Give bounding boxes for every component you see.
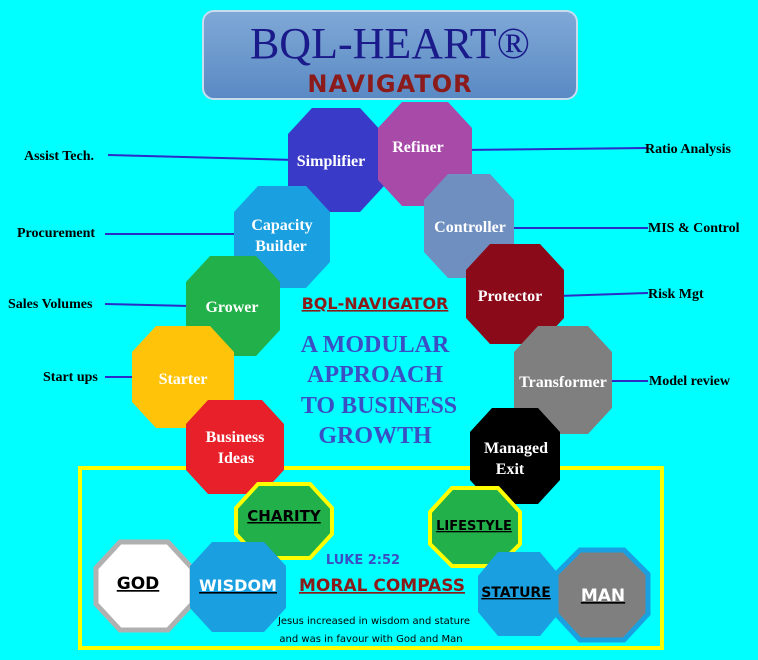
moral-compass-frame [78, 466, 664, 650]
hex-simplifier [288, 108, 384, 212]
side-label-sales-volumes: Sales Volumes [8, 297, 93, 312]
hex-stature [478, 552, 560, 636]
connector-line [107, 154, 296, 161]
luke-reference: LUKE 2:52 [326, 553, 400, 568]
title-sub: NAVIGATOR [307, 70, 473, 98]
module-label-protector: Protector [478, 288, 543, 305]
verse-line-1: Jesus increased in wisdom and stature [277, 616, 470, 627]
module-label-simplifier: Simplifier [297, 153, 365, 170]
side-label-ratio-analysis: Ratio Analysis [645, 142, 732, 157]
hex-business-ideas [186, 400, 284, 494]
hex-protector [466, 244, 564, 344]
verse-line-2: and was in favour with God and Man [279, 634, 462, 645]
compass-hexagons [93, 482, 651, 643]
connector-lines [104, 147, 649, 382]
moral-compass-label: MORAL COMPASS [299, 576, 465, 596]
navigator-label: BQL-NAVIGATOR [302, 294, 449, 313]
compass-label-charity: CHARITY [247, 507, 322, 525]
module-label-transformer: Transformer [519, 374, 607, 391]
module-hexagons [132, 102, 612, 504]
connector-line [104, 303, 191, 307]
module-label-refiner: Refiner [392, 139, 444, 156]
title-banner: BQL-HEART® NAVIGATOR [202, 10, 578, 100]
hex-lifestyle [428, 486, 522, 568]
module-label-starter: Starter [159, 371, 208, 388]
compass-label-lifestyle: LIFESTYLE [436, 519, 512, 534]
connector-line [557, 292, 649, 297]
module-label-controller: Controller [434, 219, 506, 236]
approach-line-1: A MODULAR [301, 332, 450, 358]
hex-managed-exit [470, 408, 560, 504]
side-label-mis-control: MIS & Control [648, 221, 740, 236]
side-label-assist-tech: Assist Tech. [24, 149, 94, 164]
side-label-risk-mgt: Risk Mgt [648, 287, 704, 302]
compass-label-wisdom: WISDOM [199, 576, 277, 595]
side-label-start-ups: Start ups [43, 370, 98, 385]
side-label-procurement: Procurement [17, 226, 95, 241]
side-label-model-review: Model review [649, 374, 731, 389]
approach-line-2: APPROACH [307, 362, 443, 388]
title-main: BQL-HEART® [249, 19, 531, 68]
connector-line [459, 147, 649, 151]
approach-line-3: TO BUSINESS [301, 393, 457, 419]
hex-transformer [514, 326, 612, 434]
compass-label-god: GOD [117, 574, 160, 594]
approach-line-4: GROWTH [318, 423, 432, 449]
hex-man [553, 547, 651, 643]
compass-label-stature: STATURE [481, 585, 551, 601]
compass-label-man: MAN [581, 586, 625, 606]
module-label-grower: Grower [205, 299, 258, 316]
hex-wisdom [190, 542, 286, 632]
